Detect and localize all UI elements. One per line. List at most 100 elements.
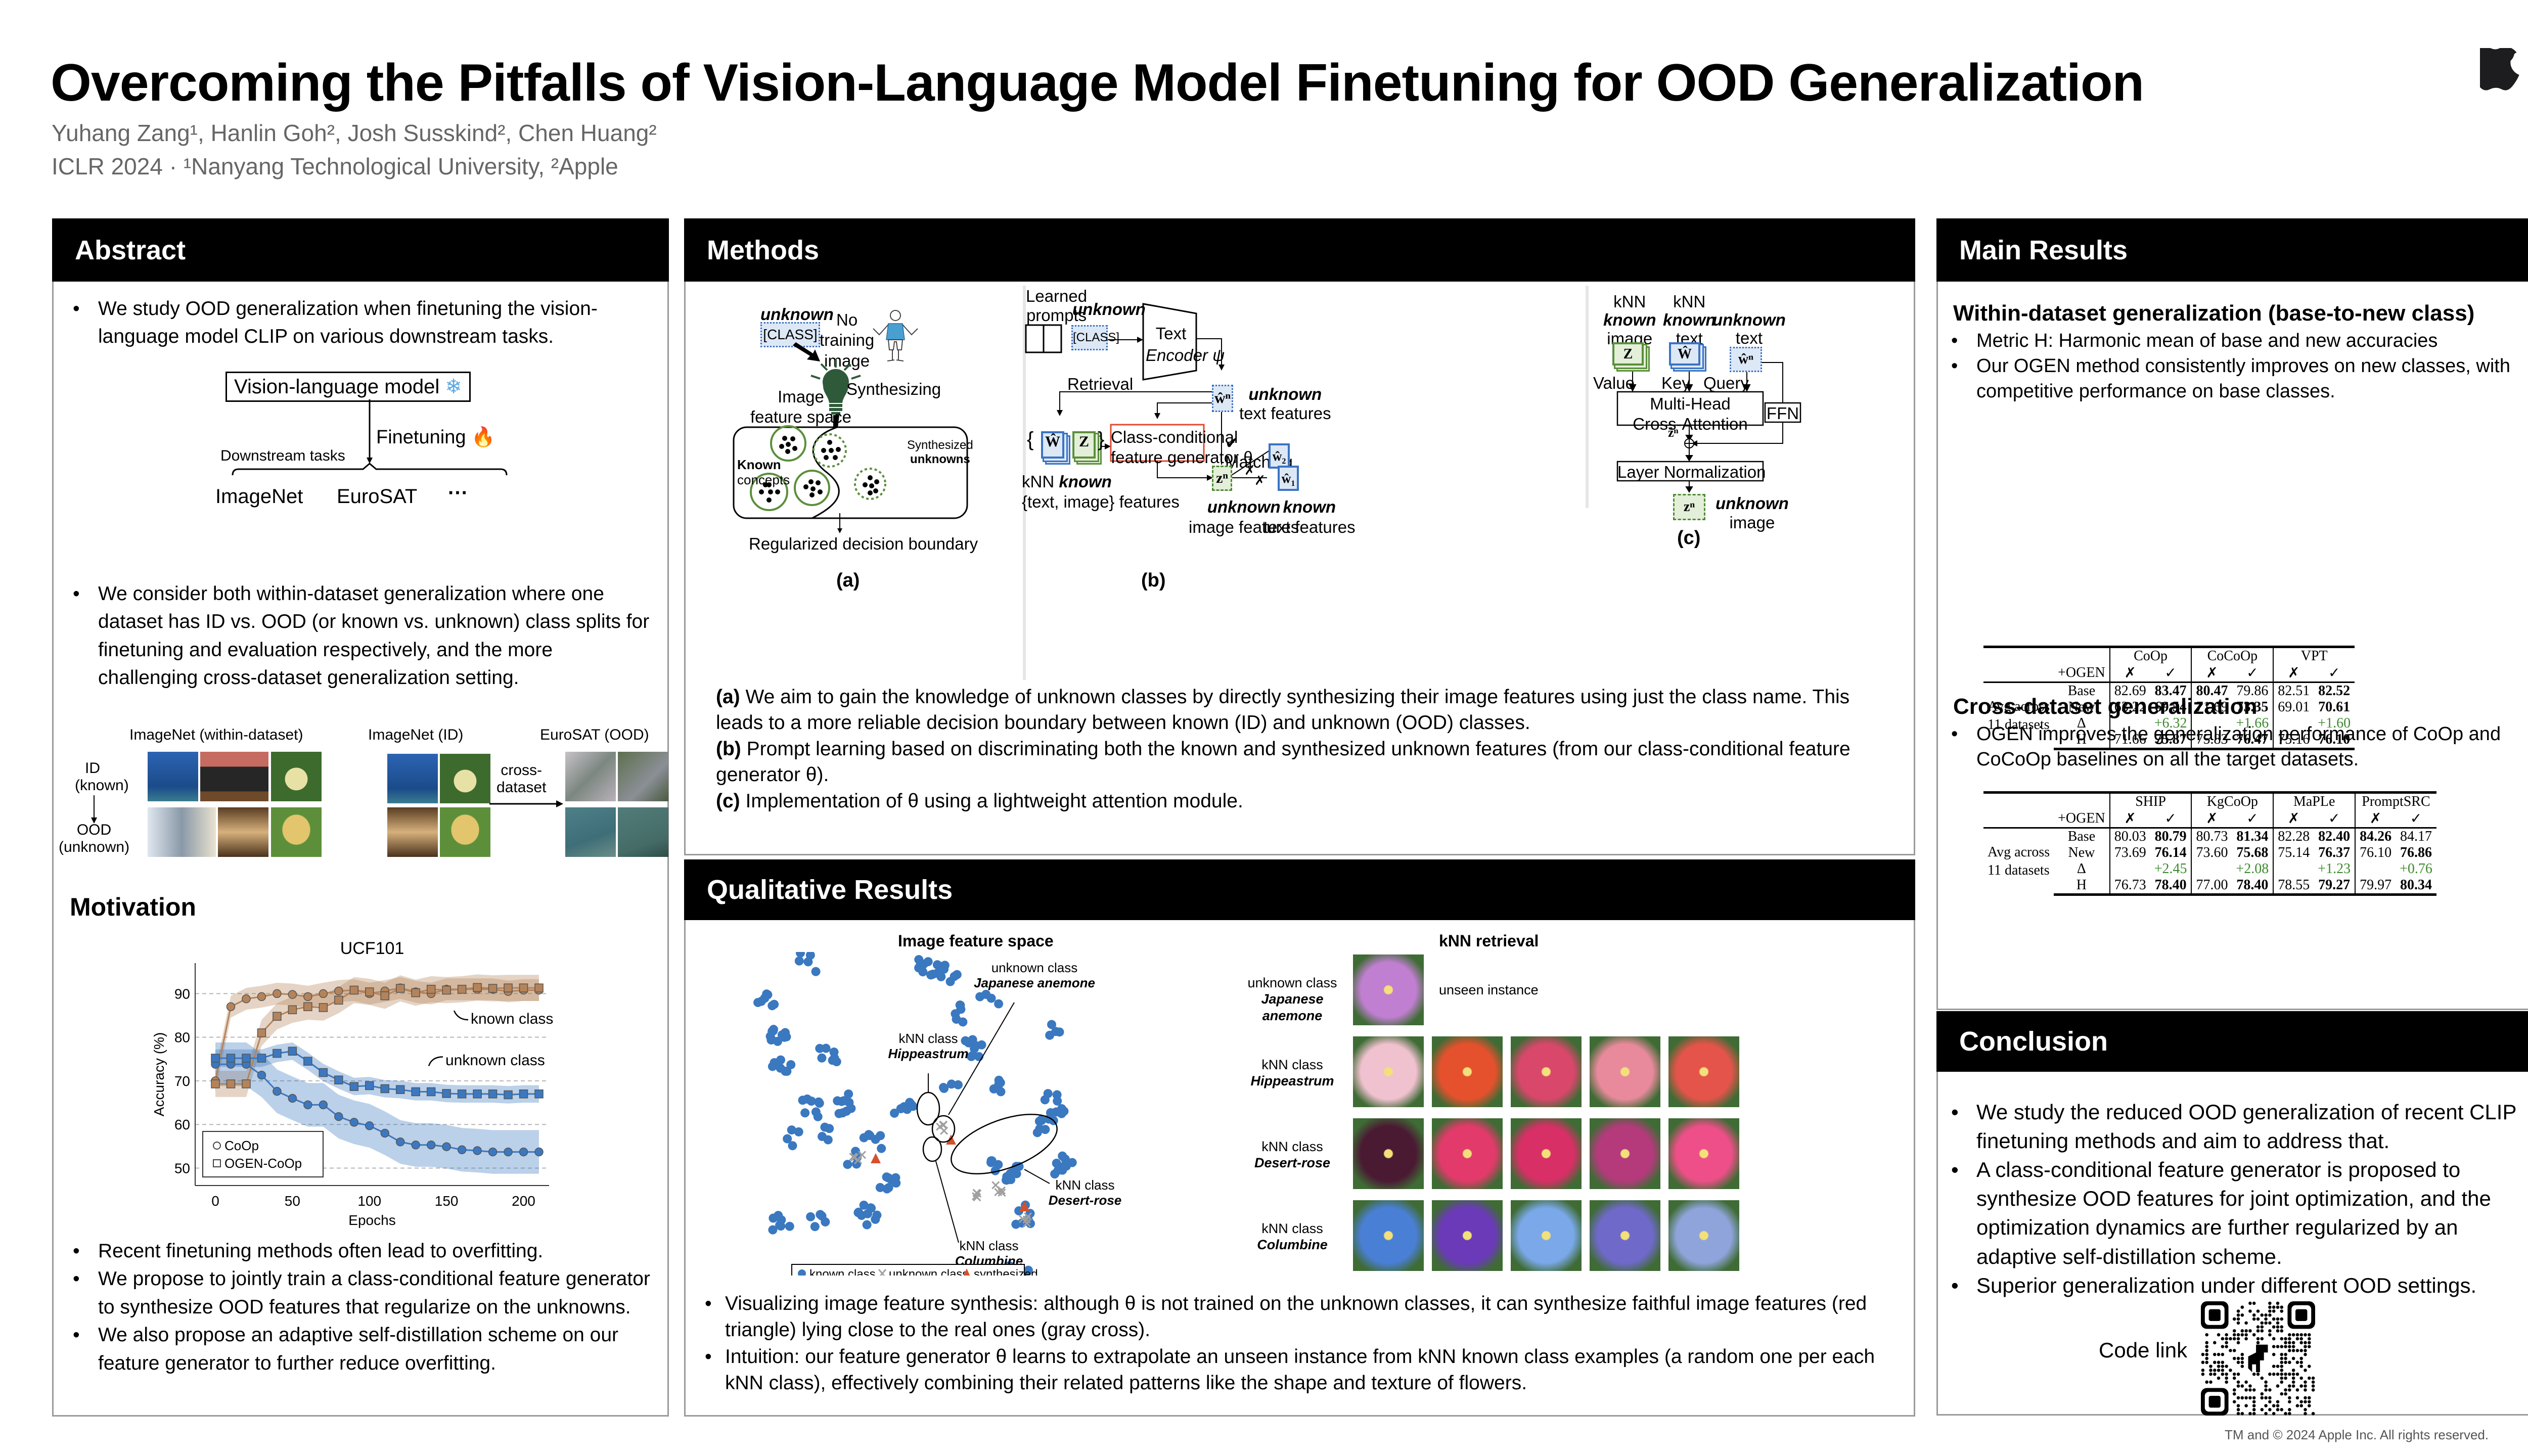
qr-module [2280, 1325, 2284, 1329]
qr-module [2264, 1388, 2268, 1392]
apple-logo-icon [2480, 48, 2519, 90]
legend-unknown-label: unknown class [889, 1267, 968, 1276]
qr-module [2308, 1404, 2311, 1407]
qr-module [2256, 1341, 2260, 1345]
data-point-circle [504, 1147, 513, 1157]
qr-module [2260, 1313, 2264, 1317]
qr-module [2256, 1372, 2260, 1376]
qr-module [2284, 1337, 2287, 1341]
confidence-band [215, 1042, 539, 1174]
qr-module [2209, 1369, 2213, 1372]
qr-module [2280, 1408, 2284, 1412]
table-cell [2109, 861, 2150, 877]
data-point-square [442, 1089, 451, 1098]
x-tick-label: 200 [512, 1193, 535, 1209]
fig-a-unknown: unknown [760, 305, 834, 324]
flower-thumbnail [1353, 1200, 1424, 1271]
unknown-class-point [940, 1126, 949, 1135]
qr-module [2256, 1337, 2260, 1341]
qr-module [2276, 1404, 2280, 1407]
qr-module [2205, 1352, 2208, 1356]
data-point-square [257, 1028, 266, 1037]
known-class-point [800, 1108, 810, 1118]
method-header: CoCoOp [2191, 646, 2274, 664]
qr-module [2280, 1369, 2284, 1372]
table-cell: 78.40 [2232, 877, 2274, 896]
y-tick-label: 50 [174, 1160, 190, 1176]
qr-module [2244, 1329, 2248, 1333]
data-point-circle [442, 1142, 451, 1151]
snowflake-icon: ❄ [445, 376, 462, 398]
qr-module [2236, 1313, 2240, 1317]
data-point-square [226, 1054, 236, 1063]
known-class-point [1037, 1116, 1047, 1125]
data-point-square [365, 1081, 374, 1090]
table-row: Δ+2.45+2.08+1.23+0.76 [1983, 861, 2436, 877]
known-class-point [811, 967, 821, 976]
qr-module [2248, 1384, 2252, 1388]
qr-module [2280, 1376, 2284, 1380]
check-icon: ✔ [1225, 434, 1239, 452]
qr-module [2295, 1388, 2299, 1392]
qr-module [2268, 1321, 2272, 1325]
table-cell: 80.73 [2191, 828, 2232, 845]
fig-a-class-token: [CLASS] [760, 322, 820, 347]
qr-module [2284, 1352, 2287, 1356]
data-point-circle [319, 989, 328, 998]
table-cell: 75.14 [2273, 845, 2314, 861]
qr-module [2280, 1372, 2284, 1376]
synthesized-point [946, 1134, 956, 1145]
fig-b-brace-right: } [1098, 428, 1105, 450]
fig-c-value: Value [1593, 374, 1635, 392]
y-tick-label: 90 [174, 986, 190, 1002]
known-class-point [872, 1210, 882, 1220]
qr-module [2272, 1309, 2276, 1313]
qr-module [2308, 1341, 2311, 1345]
qr-module [2256, 1317, 2260, 1321]
unknown-class-point [849, 1153, 857, 1161]
data-point-square [242, 1054, 251, 1063]
qr-module [2276, 1408, 2280, 1412]
qr-code-icon[interactable] [2201, 1301, 2315, 1416]
table-cell: 70.61 [2318, 699, 2351, 715]
fig-b-retrieval: Retrieval [1067, 375, 1134, 393]
table-cell: 73.35 [2236, 699, 2269, 715]
table-cell: 84.26 [2355, 828, 2396, 845]
qr-module [2280, 1337, 2284, 1341]
table-cell: 78.40 [2150, 877, 2192, 896]
abstract-bullets-1: We study OOD generalization when finetun… [69, 295, 640, 351]
known-class-point [876, 1131, 885, 1141]
qr-module [2284, 1376, 2287, 1380]
flower-thumbnail [1590, 1036, 1660, 1107]
known-class-point [1047, 1020, 1056, 1029]
qr-module [2248, 1388, 2252, 1392]
qr-module [2232, 1356, 2236, 1360]
qr-module [2240, 1360, 2244, 1364]
chart-title: UCF101 [340, 939, 404, 958]
fig-a-synthesizing: Synthesizing [846, 380, 941, 398]
x-tick-label: 100 [357, 1193, 381, 1209]
thumb-eurosat-3 [565, 807, 616, 857]
qr-module [2236, 1396, 2240, 1400]
cross-dataset-title: Cross-dataset generalization [1953, 694, 2258, 719]
qr-module [2272, 1412, 2276, 1416]
within-dataset-title: Within-dataset generalization (base-to-n… [1953, 301, 2475, 326]
row-label: Δ [2076, 861, 2086, 877]
qr-module [2236, 1372, 2240, 1376]
qr-module [2225, 1376, 2228, 1380]
known-class-point [830, 1053, 839, 1063]
qr-module [2276, 1325, 2280, 1329]
qr-module [2308, 1337, 2311, 1341]
qr-module [2272, 1345, 2276, 1348]
ogen-label: +OGEN [2054, 664, 2110, 683]
data-point-circle [457, 1145, 467, 1155]
qr-module [2236, 1412, 2240, 1416]
legend-synth-marker [963, 1268, 970, 1276]
